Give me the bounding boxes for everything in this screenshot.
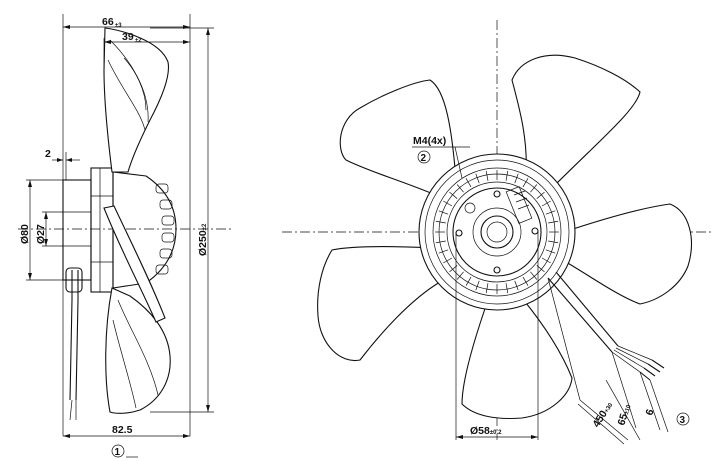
hub-slot bbox=[456, 271, 464, 280]
side-cable bbox=[69, 270, 73, 401]
hub-slot bbox=[522, 178, 529, 188]
fan-blade-left bbox=[317, 246, 441, 362]
hub-slot bbox=[449, 191, 458, 199]
hub-slot bbox=[541, 257, 551, 264]
dim-d250-value: Ø250 bbox=[197, 230, 209, 256]
dim-d58-value: Ø58 bbox=[470, 425, 490, 437]
hub-slot bbox=[438, 249, 449, 254]
hub-ring-slots bbox=[435, 170, 559, 294]
hub-slot bbox=[435, 240, 446, 244]
motor-housing bbox=[90, 167, 114, 293]
fan-blades bbox=[317, 54, 692, 419]
dim-d27-value: Ø27 bbox=[35, 224, 47, 244]
ref-3-label: 3 bbox=[680, 415, 686, 426]
hub-slot bbox=[530, 184, 538, 193]
dim-2-value: 2 bbox=[45, 148, 51, 160]
mounting-hole bbox=[493, 266, 501, 274]
hub-slot bbox=[438, 210, 449, 215]
hub-bore bbox=[472, 207, 522, 257]
hub-slot bbox=[530, 271, 538, 280]
dim-d250-tol: ±2 bbox=[202, 223, 208, 230]
ref-1-label: 1 bbox=[115, 447, 121, 458]
dim-39-value: 39 bbox=[122, 31, 134, 43]
motor-label-plate bbox=[505, 186, 533, 224]
side-view: 66 ±3 39 ±2 2 Ø80 Ø27 bbox=[18, 14, 232, 458]
fan-blade-upper-left bbox=[339, 79, 457, 197]
dim-82-5-value: 82.5 bbox=[112, 424, 133, 436]
hub-slot bbox=[435, 220, 446, 224]
hub-slot bbox=[548, 240, 559, 244]
fan-blade-bottom bbox=[461, 297, 573, 419]
side-blade-upper bbox=[103, 27, 170, 173]
ref-marker-2 bbox=[417, 150, 431, 164]
hub-slot bbox=[514, 280, 519, 291]
dim-66-tol: ±3 bbox=[115, 23, 122, 29]
mounting-flange bbox=[62, 179, 92, 281]
hub-slot bbox=[475, 280, 480, 291]
hub-slot bbox=[443, 200, 453, 207]
balance-hole bbox=[464, 202, 476, 214]
thread-label: M4(4x) bbox=[413, 135, 446, 147]
dim-strip-tol: ±10 bbox=[624, 404, 633, 416]
fan-blade-right bbox=[563, 203, 692, 305]
hub-slot bbox=[541, 200, 551, 207]
dim-66-value: 66 bbox=[102, 16, 114, 28]
hub-slot bbox=[485, 283, 489, 294]
dim-d58-label: Ø58±0.2 bbox=[470, 425, 502, 437]
dim-cable-tol: +30 bbox=[604, 402, 615, 414]
dim-d80-value: Ø80 bbox=[19, 224, 31, 244]
front-cable bbox=[547, 277, 613, 353]
rotor-slots bbox=[155, 183, 175, 275]
hub-slot bbox=[548, 220, 559, 224]
dim-39-tol: ±2 bbox=[135, 38, 142, 44]
side-blade-lower bbox=[105, 287, 171, 414]
dim-strip-value: 65 bbox=[615, 412, 630, 427]
mounting-hole bbox=[493, 190, 501, 198]
hub-slot bbox=[514, 173, 519, 184]
ref-marker-1 bbox=[111, 444, 125, 458]
front-view: M4(4x) 2 Ø58±0.2 450+30 65±10 6 3 bbox=[282, 20, 712, 445]
hub-slot bbox=[505, 170, 509, 181]
hub-slot bbox=[485, 170, 489, 181]
side-blade-middle bbox=[103, 205, 166, 323]
hub-outer-ring bbox=[418, 153, 576, 311]
hub-slot bbox=[522, 276, 529, 286]
hub-slot bbox=[456, 184, 464, 193]
hub-slot bbox=[465, 276, 472, 286]
dim-cable-label: 450+30 bbox=[590, 399, 615, 429]
hub-slot bbox=[443, 257, 453, 264]
dim-wire-value: 6 bbox=[643, 408, 656, 417]
dim-strip-label: 65±10 bbox=[615, 402, 633, 427]
ref-2-label: 2 bbox=[421, 153, 427, 164]
fan-blade-upper-right bbox=[511, 54, 641, 189]
hub-slot bbox=[545, 210, 556, 215]
motor-rotor bbox=[112, 171, 177, 289]
hub-slot bbox=[505, 283, 509, 294]
dim-d58-tol: ±0.2 bbox=[490, 430, 502, 436]
hub-slot bbox=[536, 191, 545, 199]
hub-slot bbox=[545, 249, 556, 254]
ref-marker-3 bbox=[676, 412, 690, 426]
mounting-hole bbox=[531, 227, 539, 235]
hub-slot bbox=[465, 178, 472, 188]
dim-d250-label: Ø250±2 bbox=[197, 223, 209, 256]
hub-slot bbox=[475, 173, 480, 184]
